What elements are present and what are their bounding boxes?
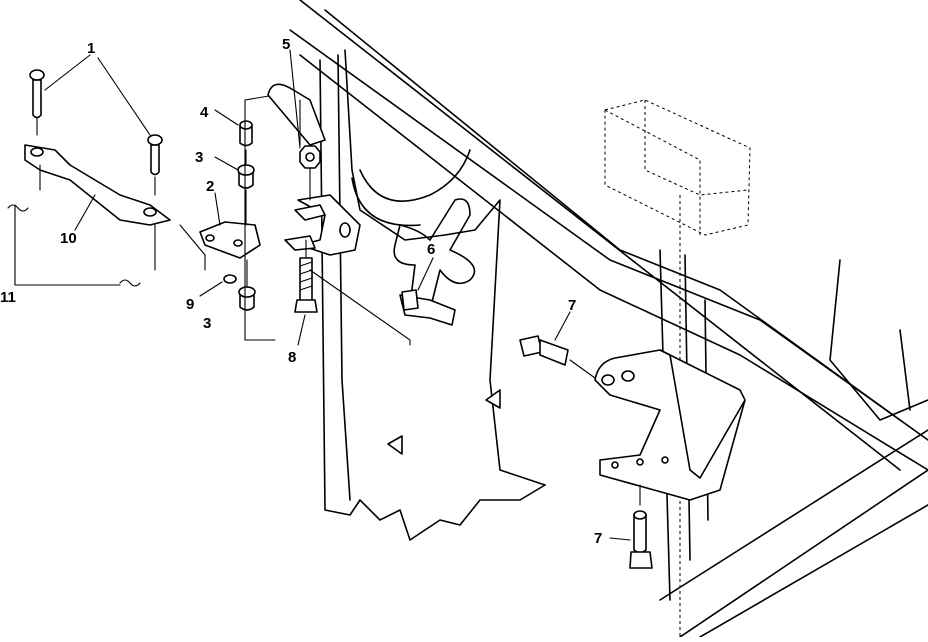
callout-3-top: 3 — [195, 149, 203, 166]
washer-9 — [223, 274, 237, 284]
callout-3-bottom: 3 — [203, 315, 211, 332]
bushing-3-bottom — [238, 286, 256, 311]
bolt-7-horizontal — [519, 335, 596, 379]
callout-7-top: 7 — [568, 297, 576, 314]
callout-labels: 1 2 3 3 4 5 6 7 7 8 9 10 11 — [0, 36, 602, 547]
bolt-8 — [294, 239, 318, 313]
callout-9: 9 — [186, 296, 194, 313]
callout-5: 5 — [282, 36, 290, 53]
steering-bracket — [267, 83, 361, 256]
callout-6: 6 — [427, 241, 435, 258]
callout-1: 1 — [87, 40, 95, 57]
link-arm — [24, 144, 171, 226]
mount-bracket — [594, 349, 746, 501]
bolt-7-vertical — [629, 484, 653, 569]
callout-2: 2 — [206, 178, 214, 195]
callout-7-bottom: 7 — [594, 530, 602, 547]
pin-1a — [29, 69, 45, 136]
callout-leaders — [14, 49, 631, 541]
spacer-4 — [239, 120, 253, 147]
vehicle-frame — [289, 0, 928, 640]
callout-11: 11 — [0, 289, 16, 306]
callout-10: 10 — [60, 230, 77, 247]
bushing-3-top — [237, 164, 255, 189]
bolt-6 — [309, 269, 456, 346]
callout-8: 8 — [288, 349, 296, 366]
pin-1b — [147, 134, 163, 196]
linkage-assembly — [7, 69, 276, 341]
callout-4: 4 — [200, 104, 209, 121]
